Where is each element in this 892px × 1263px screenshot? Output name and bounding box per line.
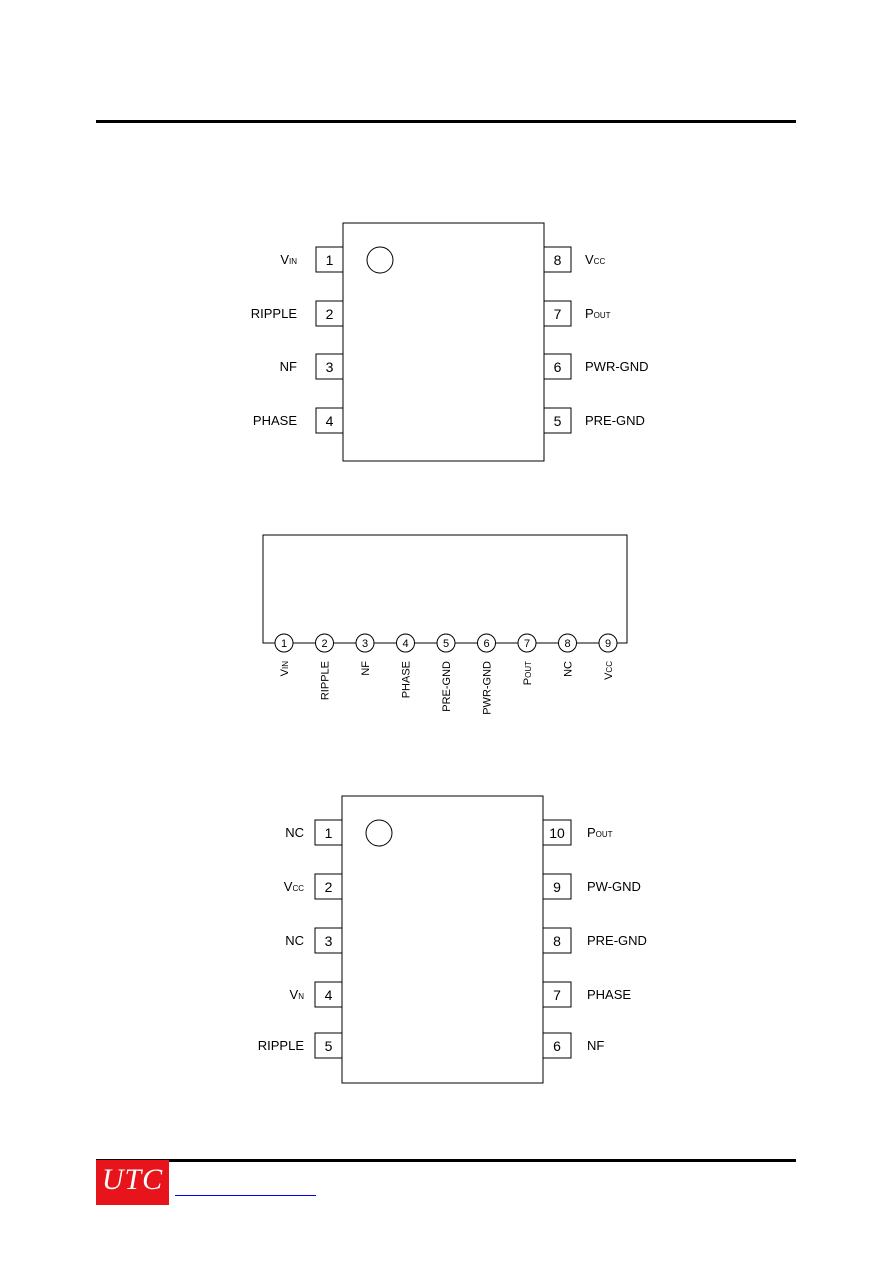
pin-circle — [355, 633, 375, 653]
pin-circle — [477, 633, 496, 653]
pin-number: 9 — [605, 638, 611, 650]
pin-number: 7 — [554, 306, 562, 322]
pin-label: PHASE — [587, 987, 631, 1002]
pin-label: NF — [360, 661, 372, 676]
pin-box — [543, 353, 572, 380]
pin-box — [315, 246, 344, 273]
pin-number: 8 — [554, 252, 562, 268]
pin-label: POUT — [522, 661, 534, 685]
dip8-body — [342, 222, 545, 462]
pin-box — [314, 819, 343, 846]
pin-label: PW-GND — [587, 879, 641, 894]
pin-box — [543, 300, 572, 327]
pin-number: 7 — [553, 987, 561, 1003]
pin-number: 1 — [281, 638, 287, 650]
pin-box — [542, 927, 572, 954]
sip9-body — [262, 534, 628, 644]
pin1-marker — [366, 246, 394, 274]
pin-box — [315, 407, 344, 434]
pin1-marker — [365, 819, 393, 847]
pin-number: 8 — [553, 933, 561, 949]
pin-circle — [517, 633, 537, 653]
pin-label: VCC — [603, 661, 615, 680]
pin-number: 7 — [524, 638, 530, 650]
pin-number: 2 — [326, 306, 334, 322]
pin-number: 2 — [321, 638, 327, 650]
pin-box — [314, 981, 343, 1008]
pin-number: 4 — [402, 638, 408, 650]
pin-number: 6 — [483, 638, 489, 650]
pin-label: PRE-GND — [441, 661, 453, 712]
dip10-body — [341, 795, 544, 1084]
pin-number: 5 — [554, 413, 562, 429]
pin-label: POUT — [587, 825, 613, 840]
pin-label: NF — [280, 359, 297, 374]
pin-circle — [315, 633, 334, 653]
pin-label: VCC — [284, 879, 304, 894]
pin-box — [542, 873, 572, 900]
pin-number: 3 — [326, 359, 334, 375]
pin-box — [542, 1032, 572, 1059]
pin-number: 4 — [326, 413, 334, 429]
pin-label: PHASE — [253, 413, 297, 428]
pin-box — [314, 873, 343, 900]
pin-label: PWR-GND — [482, 661, 494, 715]
pin-box — [542, 819, 572, 846]
website-link[interactable] — [175, 1195, 316, 1196]
pin-box — [315, 300, 344, 327]
pin-number: 6 — [553, 1038, 561, 1054]
pin-box — [314, 927, 343, 954]
pin-label: PRE-GND — [585, 413, 645, 428]
pin-number: 3 — [362, 638, 368, 650]
pin-label: NF — [587, 1038, 604, 1053]
pin-circle — [558, 633, 577, 653]
pin-circle — [274, 633, 294, 653]
pin-box — [314, 1032, 343, 1059]
pin-number: 6 — [554, 359, 562, 375]
pin-number: 1 — [326, 252, 334, 268]
pin-label: NC — [563, 661, 575, 677]
pin-label: RIPPLE — [258, 1038, 305, 1053]
pin-label: PWR-GND — [585, 359, 649, 374]
pin-number: 8 — [564, 638, 570, 650]
pin-number: 5 — [443, 638, 449, 650]
pin-number: 9 — [553, 879, 561, 895]
footer-rule — [96, 1159, 796, 1162]
pin-label: PHASE — [401, 661, 413, 698]
pin-box — [543, 246, 572, 273]
pin-circle — [436, 633, 456, 653]
pin-box — [542, 981, 572, 1008]
pin-box — [543, 407, 572, 434]
pin-label: RIPPLE — [320, 661, 332, 700]
logo-text: UTC — [101, 1163, 164, 1196]
pin-number: 3 — [325, 933, 333, 949]
pin-number: 2 — [325, 879, 333, 895]
pin-label: VCC — [585, 252, 605, 267]
pin-label: NC — [285, 933, 304, 948]
pin-label: RIPPLE — [251, 306, 298, 321]
pin-number: 5 — [325, 1038, 333, 1054]
pin-number: 1 — [325, 825, 333, 841]
pin-number: 10 — [549, 825, 565, 841]
pin-label: POUT — [585, 306, 611, 321]
utc-logo: UTC — [96, 1160, 169, 1205]
pin-label: NC — [285, 825, 304, 840]
pin-label: VIN — [280, 252, 297, 267]
pin-box — [315, 353, 344, 380]
pin-circle — [598, 633, 618, 653]
pin-label: PRE-GND — [587, 933, 647, 948]
header-rule — [96, 120, 796, 123]
pin-label: VN — [290, 987, 305, 1002]
pin-label: VIN — [279, 661, 291, 677]
dip8-diagram: 1 VIN 2 RIPPLE 3 NF 4 PHASE 8 VCC 7 POUT 6 PWR-GND 5 PR… — [251, 222, 649, 462]
pin-circle — [396, 633, 415, 653]
pin-number: 4 — [325, 987, 333, 1003]
